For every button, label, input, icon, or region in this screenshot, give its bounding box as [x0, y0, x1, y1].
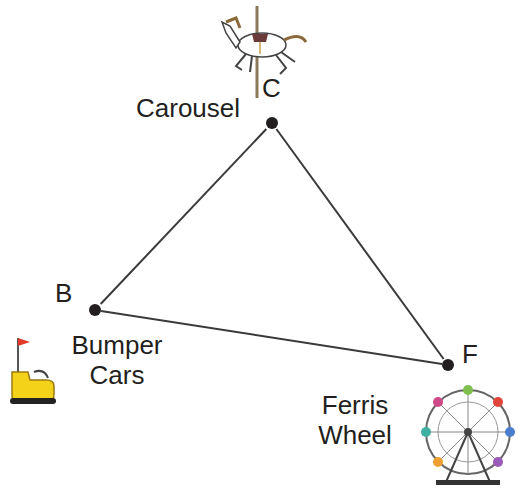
bumper-cars-point: BBumper Cars	[89, 304, 101, 316]
place-name: Ferris Wheel	[297, 390, 413, 450]
place-name: Bumper Cars	[47, 330, 187, 390]
carousel-point: CarouselC	[266, 117, 278, 129]
path-segment	[276, 129, 443, 359]
place-name: Carousel	[136, 93, 240, 123]
path-segment	[101, 129, 267, 304]
point-letter: C	[262, 73, 281, 103]
ferris-wheel-point: FFerris Wheel	[442, 359, 454, 371]
point-letter: B	[55, 278, 72, 308]
bumper-car-icon	[10, 338, 56, 404]
ferris-wheel-icon	[421, 385, 515, 485]
point-letter: F	[462, 339, 478, 369]
